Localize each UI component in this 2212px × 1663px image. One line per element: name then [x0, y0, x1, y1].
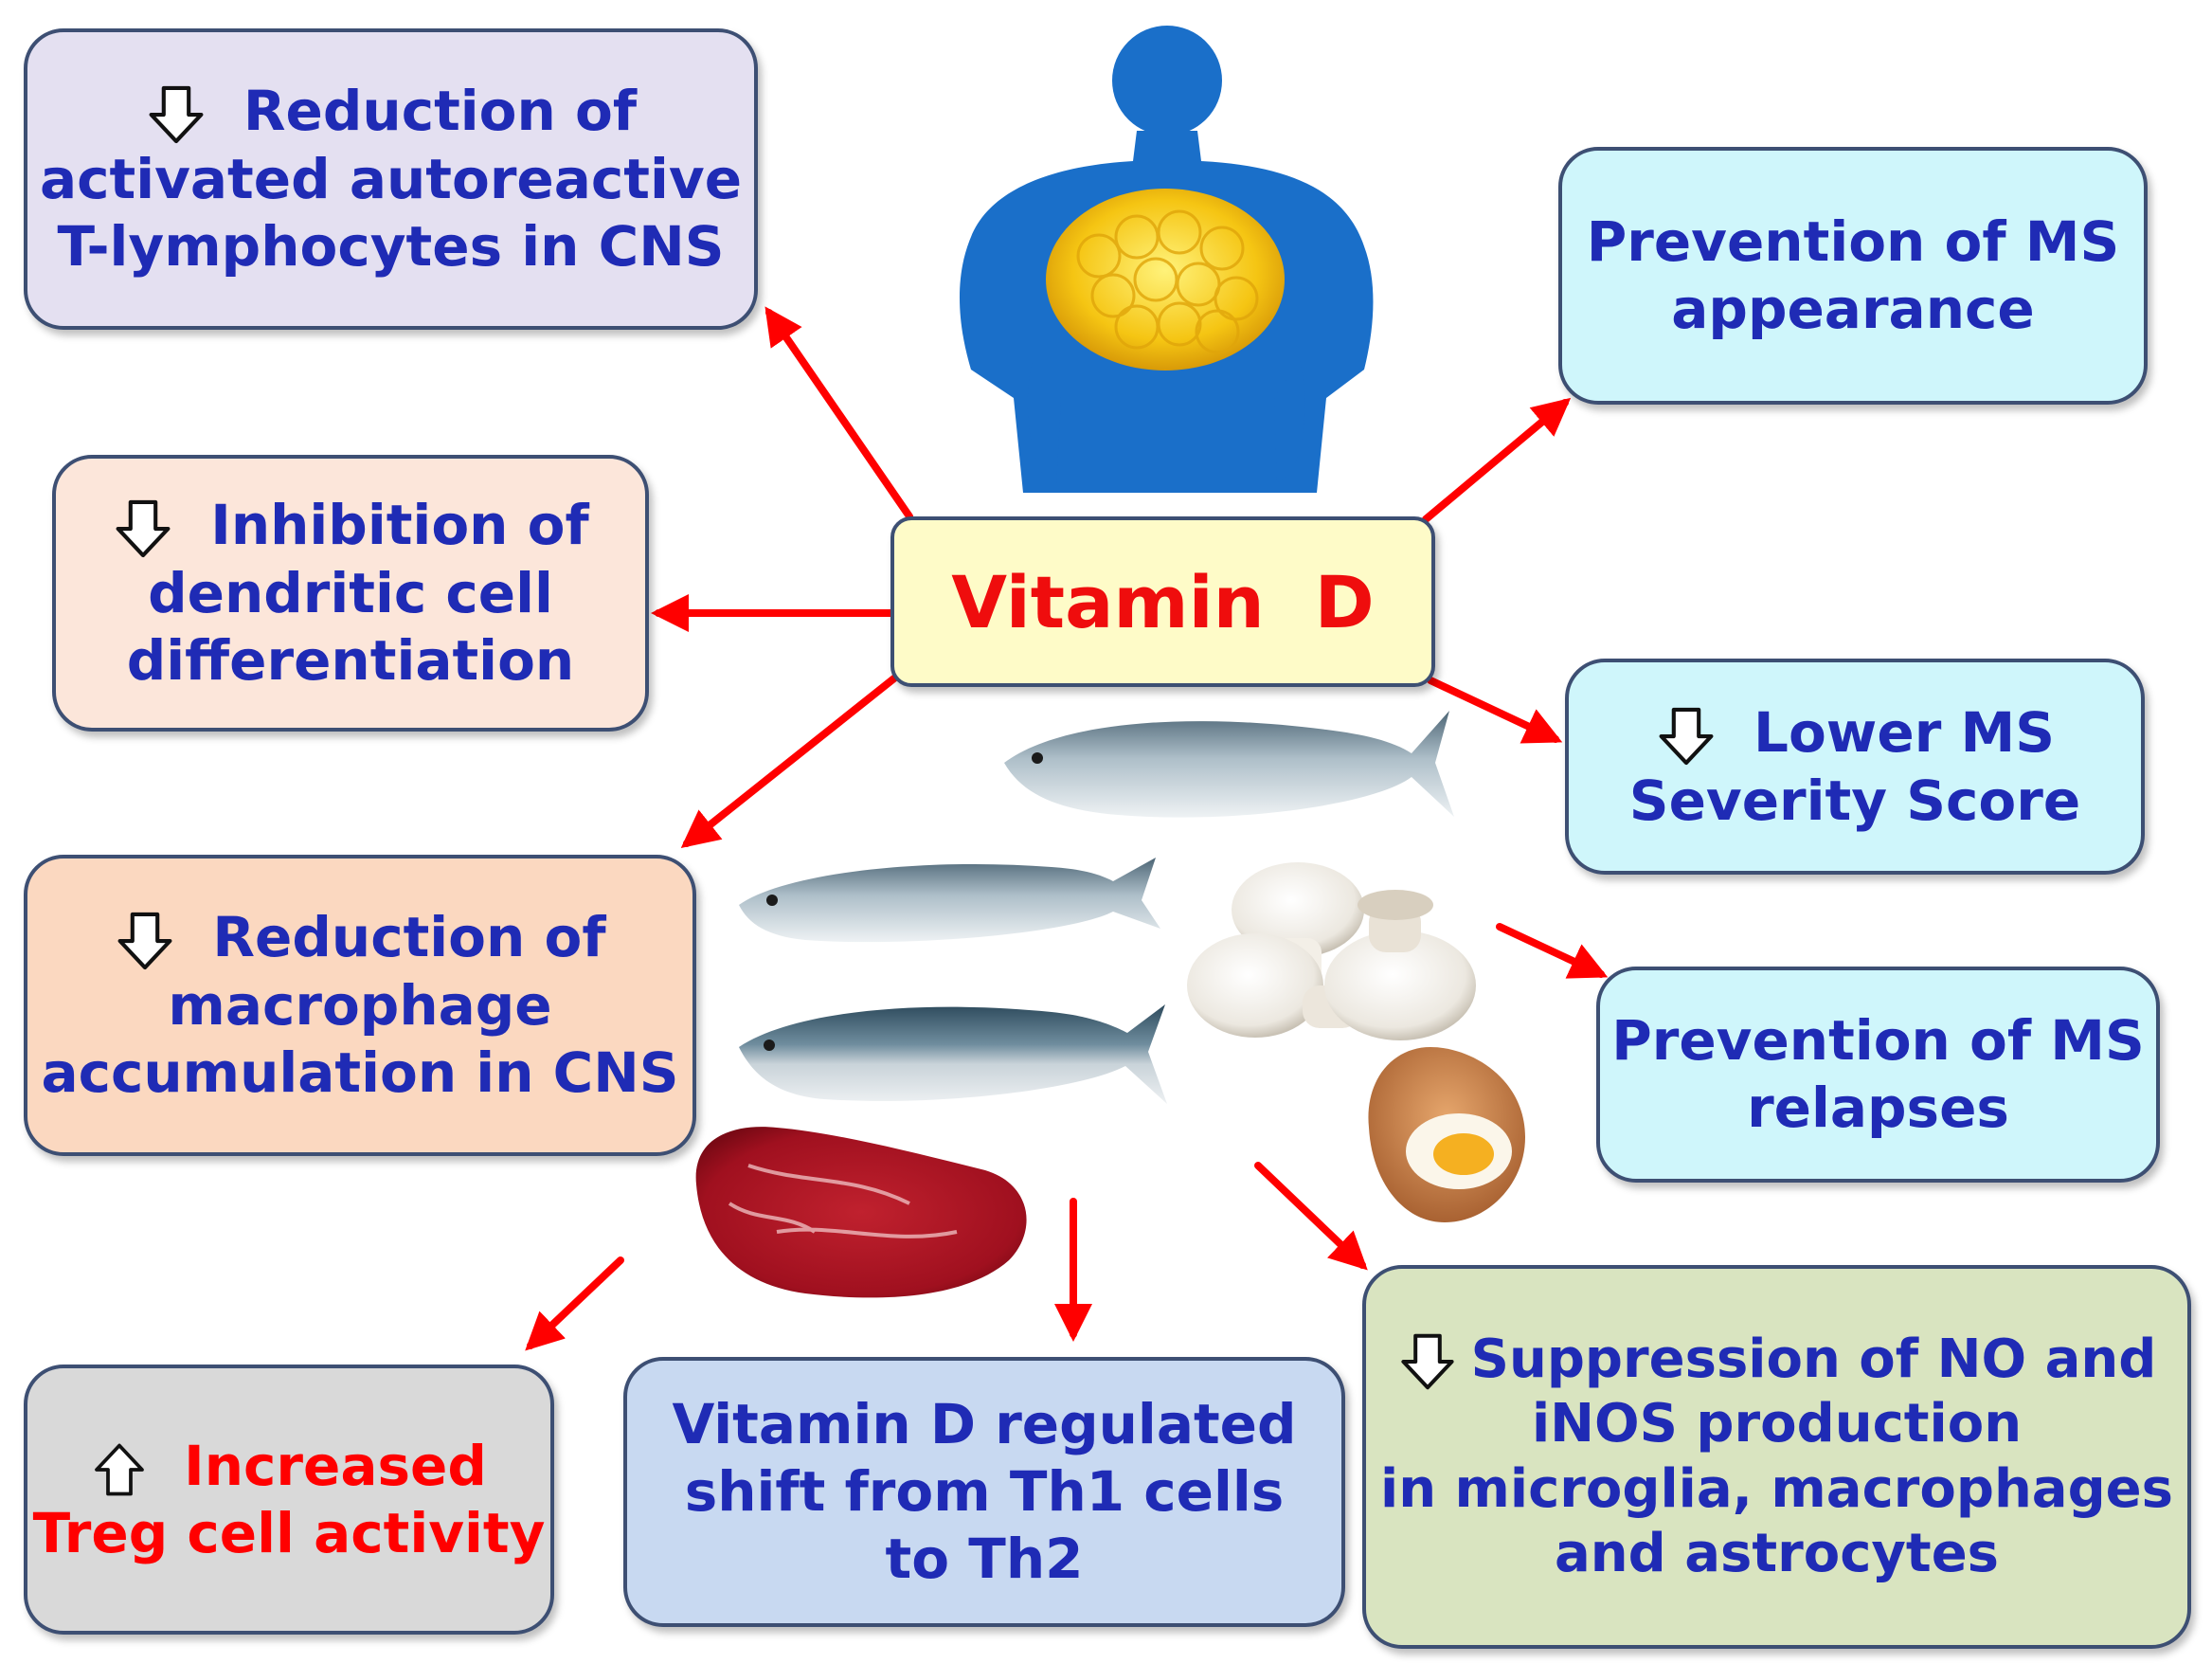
- macrophage-line-2: macrophage: [168, 973, 552, 1039]
- beef-steak-illustration: [695, 1127, 1027, 1298]
- no-inos-line-3: in microglia, macrophages: [1380, 1457, 2173, 1520]
- connector-to-t-lymph: [764, 306, 913, 520]
- box-ms-appearance: Prevention of MS appearance: [1558, 147, 2148, 405]
- connector-to-ms-relapses: [1496, 923, 1609, 979]
- ms-appearance-line-1: Prevention of MS: [1586, 209, 2120, 275]
- up-arrow-outline-icon: [91, 1441, 148, 1498]
- salmon-illustration: [1004, 711, 1454, 818]
- t-lymph-line-1: Reduction of: [243, 79, 638, 144]
- down-arrow-outline-icon: [145, 83, 207, 146]
- t-lymph-line-3: T-lymphocytes in CNS: [57, 213, 725, 279]
- down-arrow-outline-icon: [112, 497, 174, 560]
- mushrooms-illustration: [1187, 862, 1476, 1040]
- macrophage-line-3: accumulation in CNS: [41, 1039, 679, 1105]
- box-ms-severity: Lower MS Severity Score: [1565, 659, 2145, 875]
- ms-severity-line-1: Lower MS: [1753, 699, 2055, 765]
- box-t-lymphocytes: Reduction of activated autoreactive T-ly…: [24, 28, 758, 330]
- no-inos-line-1: Suppression of NO and: [1470, 1328, 2157, 1390]
- macrophage-line-1: Reduction of: [212, 905, 606, 970]
- th-shift-line-3: to Th2: [885, 1526, 1084, 1591]
- box-macrophage: Reduction of macrophage accumulation in …: [24, 855, 696, 1156]
- down-arrow-outline-icon: [1655, 705, 1717, 768]
- vitamin-d-node: Vitamin D: [890, 516, 1435, 687]
- connector-to-treg: [525, 1256, 624, 1351]
- box-ms-relapses: Prevention of MS relapses: [1596, 967, 2160, 1183]
- connector-to-macrophage: [680, 674, 899, 848]
- down-arrow-outline-icon: [114, 910, 176, 972]
- mackerel-illustration: [739, 1004, 1167, 1104]
- dendritic-line-2: dendritic cell: [148, 561, 553, 626]
- th-shift-line-1: Vitamin D regulated: [672, 1392, 1297, 1457]
- t-lymph-line-2: activated autoreactive: [39, 147, 743, 212]
- box-treg: Increased Treg cell activity: [24, 1365, 554, 1635]
- egg-illustration: [1368, 1047, 1525, 1222]
- box-th-shift: Vitamin D regulated shift from Th1 cells…: [623, 1357, 1345, 1627]
- th-shift-line-2: shift from Th1 cells: [684, 1459, 1285, 1525]
- ms-severity-line-2: Severity Score: [1628, 768, 2081, 833]
- no-inos-line-2: iNOS production: [1531, 1393, 2023, 1455]
- treg-line-2: Treg cell activity: [32, 1500, 546, 1565]
- ms-appearance-line-2: appearance: [1671, 277, 2035, 341]
- ms-relapses-line-2: relapses: [1747, 1076, 2009, 1140]
- connector-to-ms-appearance: [1422, 397, 1572, 523]
- no-inos-line-4: and astrocytes: [1555, 1523, 1999, 1585]
- dendritic-line-3: differentiation: [126, 627, 575, 693]
- dendritic-line-1: Inhibition of: [210, 493, 589, 558]
- connector-to-ms-severity: [1427, 677, 1563, 744]
- fat-cells-illustration: [1046, 189, 1285, 371]
- ms-relapses-line-1: Prevention of MS: [1611, 1008, 2145, 1074]
- box-dendritic: Inhibition of dendritic cell differentia…: [52, 455, 649, 732]
- sardine-illustration: [739, 858, 1160, 943]
- down-arrow-outline-icon: [1397, 1331, 1458, 1392]
- treg-line-1: Increased: [184, 1433, 487, 1498]
- connector-to-no-inos: [1254, 1162, 1368, 1271]
- box-no-inos: Suppression of NO and iNOS production in…: [1362, 1265, 2191, 1649]
- vitamin-d-label: Vitamin D: [951, 559, 1375, 644]
